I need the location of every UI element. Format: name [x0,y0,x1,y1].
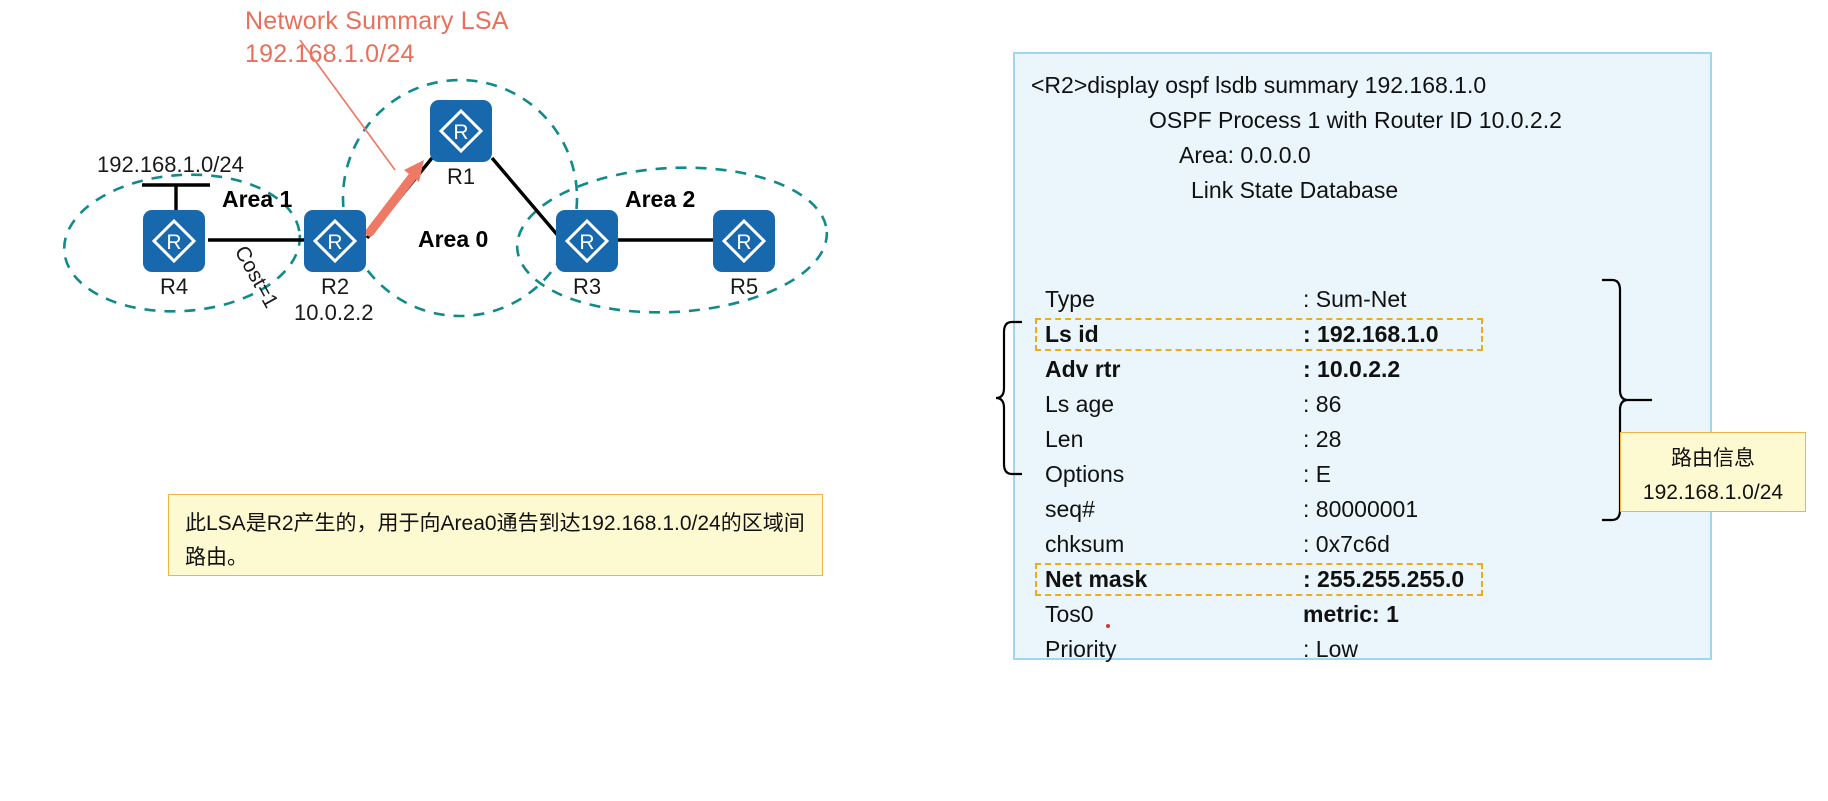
cli-process-line: OSPF Process 1 with Router ID 10.0.2.2 [1149,107,1562,133]
router-icon: R [564,218,610,264]
lsa-row-net-mask: Net mask : 255.255.255.0 [1035,562,1695,597]
router-node-r5[interactable]: R [713,210,775,272]
lsa-key: Options [1045,461,1125,487]
lsa-key: Len [1045,426,1084,452]
lsa-key: Net mask [1045,566,1148,592]
lsa-row-seq: seq# : 80000001 [1045,492,1695,527]
callout-leader-line [299,39,396,171]
lsa-row-adv-rtr: Adv rtr : 10.0.2.2 [1045,352,1695,387]
explanation-note-left: 此LSA是R2产生的，用于向Area0通告到达192.168.1.0/24的区域… [168,494,823,576]
lsa-field-list: Type : Sum-Net Ls id : 192.168.1.0 Adv r… [1035,282,1695,667]
network-prefix-label: 192.168.1.0/24 [97,152,244,177]
cli-output-panel: <R2>display ospf lsdb summary 192.168.1.… [1013,52,1712,662]
lsa-row-chksum: chksum : 0x7c6d [1045,527,1695,562]
route-info-note-line1: 路由信息 [1671,447,1755,470]
cli-area-line: Area: 0.0.0.0 [1179,142,1311,168]
lsa-row-len: Len : 28 [1045,422,1695,457]
lsa-value: : 192.168.1.0 [1303,321,1439,347]
router-node-r3[interactable]: R [556,210,618,272]
router-label-r4: R4 [159,274,189,299]
area-1-label: Area 1 [222,186,293,212]
router-node-r2[interactable]: R [304,210,366,272]
lsa-key: Adv rtr [1045,356,1121,382]
router-label-r1: R1 [446,164,476,189]
lsa-value: : 0x7c6d [1303,531,1390,557]
router-label-r5: R5 [729,274,759,299]
svg-text:R: R [166,231,181,254]
lsa-value: : 28 [1303,426,1342,452]
svg-text:R: R [327,231,342,254]
router-icon: R [151,218,197,264]
router-label-r2: R2 [320,274,350,299]
area-1-boundary [62,173,302,313]
router-node-r1[interactable]: R [430,100,492,162]
tos0-red-marker [1106,624,1110,628]
svg-text:R: R [453,121,468,144]
svg-text:R: R [579,231,594,254]
lsa-row-ls-age: Ls age : 86 [1045,387,1695,422]
cli-command-line: <R2>display ospf lsdb summary 192.168.1.… [1031,72,1487,98]
lsa-value: : 255.255.255.0 [1303,566,1465,592]
lsa-callout-title-line2: 192.168.1.0/24 [245,40,415,68]
lsa-value: : 86 [1303,391,1342,417]
router-icon: R [312,218,358,264]
area-2-label: Area 2 [625,186,696,212]
cli-header-block: <R2>display ospf lsdb summary 192.168.1.… [1031,68,1691,208]
area-2-boundary [515,166,829,314]
lsa-key: Ls id [1045,321,1099,347]
lsa-value: : E [1303,461,1332,487]
area-0-label: Area 0 [418,226,489,252]
lsa-value: : Sum-Net [1303,286,1407,312]
lsa-value: metric: 1 [1303,601,1399,627]
lsa-row-tos0: Tos0 metric: 1 [1045,597,1695,632]
lsa-value: : 10.0.2.2 [1303,356,1401,382]
svg-text:R: R [736,231,751,254]
router-id-label-r2: 10.0.2.2 [294,300,374,325]
lsa-key: seq# [1045,496,1095,522]
router-icon: R [721,218,767,264]
router-icon: R [438,108,484,154]
router-node-r4[interactable]: R [143,210,205,272]
lsa-key: Type [1045,286,1095,312]
lsa-row-options: Options : E [1045,457,1695,492]
explanation-note-text: 此LSA是R2产生的，用于向Area0通告到达192.168.1.0/24的区域… [185,512,805,569]
lsa-key: Ls age [1045,391,1115,417]
lsa-value: : 80000001 [1303,496,1419,522]
lsa-key: Tos0 [1045,601,1094,627]
lsa-direction-arrow [365,160,424,237]
lsa-value: : Low [1303,636,1358,662]
lsa-callout-title-line1: Network Summary LSA [245,7,509,35]
cli-lsdb-line: Link State Database [1191,177,1399,203]
network-topology-diagram [62,39,829,318]
lsa-row-ls-id: Ls id : 192.168.1.0 [1035,317,1695,352]
lsa-key: chksum [1045,531,1125,557]
lsa-callout-title: Network Summary LSA 192.168.1.0/24 [245,5,765,71]
route-info-note: 路由信息 192.168.1.0/24 [1620,432,1806,512]
lsa-key: Priority [1045,636,1117,662]
lsa-row-priority: Priority : Low [1045,632,1695,667]
router-label-r3: R3 [572,274,602,299]
lsa-row-type: Type : Sum-Net [1045,282,1695,317]
area-0-boundary [341,78,579,318]
link-r1-r3 [490,156,562,240]
route-info-note-line2: 192.168.1.0/24 [1642,481,1784,504]
